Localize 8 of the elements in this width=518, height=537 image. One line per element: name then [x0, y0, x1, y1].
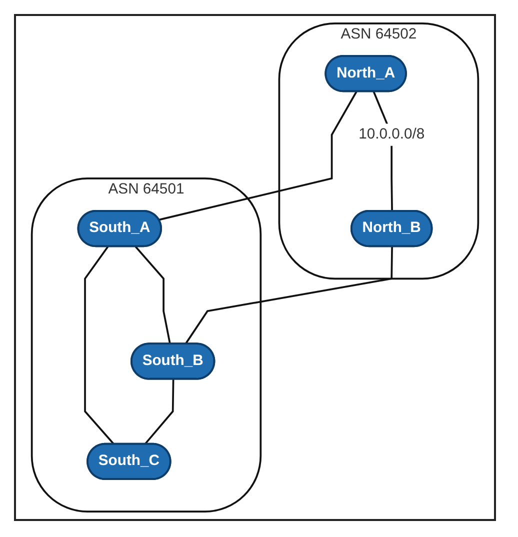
connector [184, 246, 393, 345]
connector [84, 246, 115, 445]
connector [134, 246, 171, 344]
frame: ASN 64501 ASN 64502 10.0.0.0/8 North_A South_A North_B South_B South_C [14, 14, 496, 521]
cluster [278, 22, 480, 280]
connector [158, 91, 358, 221]
cluster [30, 177, 262, 512]
connector [144, 379, 174, 445]
